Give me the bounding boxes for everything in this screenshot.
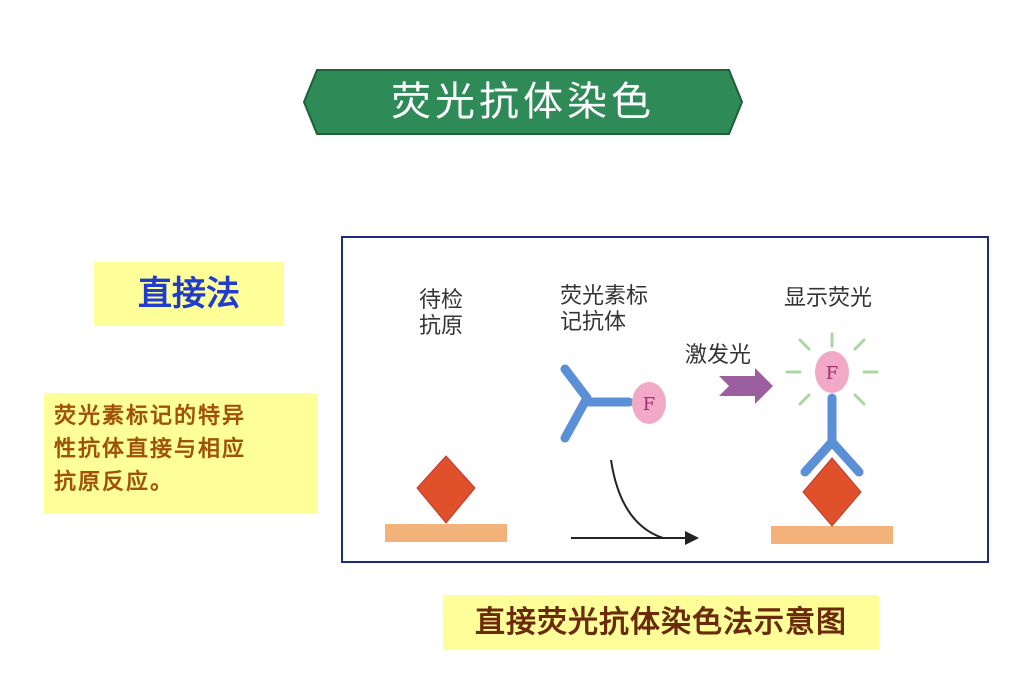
description-line: 抗原反应。 xyxy=(54,469,175,495)
curve-arrow xyxy=(610,459,664,539)
antigen-label-line: 待检 xyxy=(419,288,464,313)
title-banner: 荧光抗体染色 xyxy=(303,69,743,135)
method-label: 直接法 xyxy=(94,262,284,326)
banner-shape xyxy=(303,69,743,135)
antigen-label: 待检 抗原 xyxy=(419,288,463,340)
base-left xyxy=(385,524,507,542)
excitation-label: 激发光 xyxy=(685,343,752,368)
antigen-label-line: 抗原 xyxy=(419,314,464,339)
fluor-label-right xyxy=(815,351,849,393)
fluor-symbol-right: F xyxy=(826,363,839,384)
labeled-antibody-label-line: 记抗体 xyxy=(560,310,627,335)
description-box: 荧光素标记的特异 性抗体直接与相应 抗原反应。 xyxy=(44,393,318,514)
excitation-arrow xyxy=(719,368,773,404)
fluor-label-mid xyxy=(632,382,666,424)
diagram-caption: 直接荧光抗体染色法示意图 xyxy=(443,595,879,650)
diagram-graphic: F F xyxy=(385,332,893,545)
glow-rays xyxy=(785,332,879,406)
base-right xyxy=(771,526,893,544)
labeled-antibody-label-line: 荧光素标 xyxy=(560,284,649,309)
display-fluorescence-label: 显示荧光 xyxy=(784,286,873,311)
diagram-frame: F F 待检 抗原 荧光素标 记抗体 xyxy=(341,236,989,563)
description-line: 荧光素标记的特异 xyxy=(54,403,247,429)
fluor-symbol-mid: F xyxy=(643,394,656,415)
bound-antibody xyxy=(800,393,864,477)
page-title: 荧光抗体染色 xyxy=(391,79,655,125)
labeled-antibody-label: 荧光素标 记抗体 xyxy=(560,284,648,336)
antigen-right xyxy=(802,457,862,527)
labeled-antibody xyxy=(560,364,634,443)
straight-arrow-head xyxy=(685,531,699,545)
description-line: 性抗体直接与相应 xyxy=(54,436,247,462)
antigen-left xyxy=(416,455,476,524)
